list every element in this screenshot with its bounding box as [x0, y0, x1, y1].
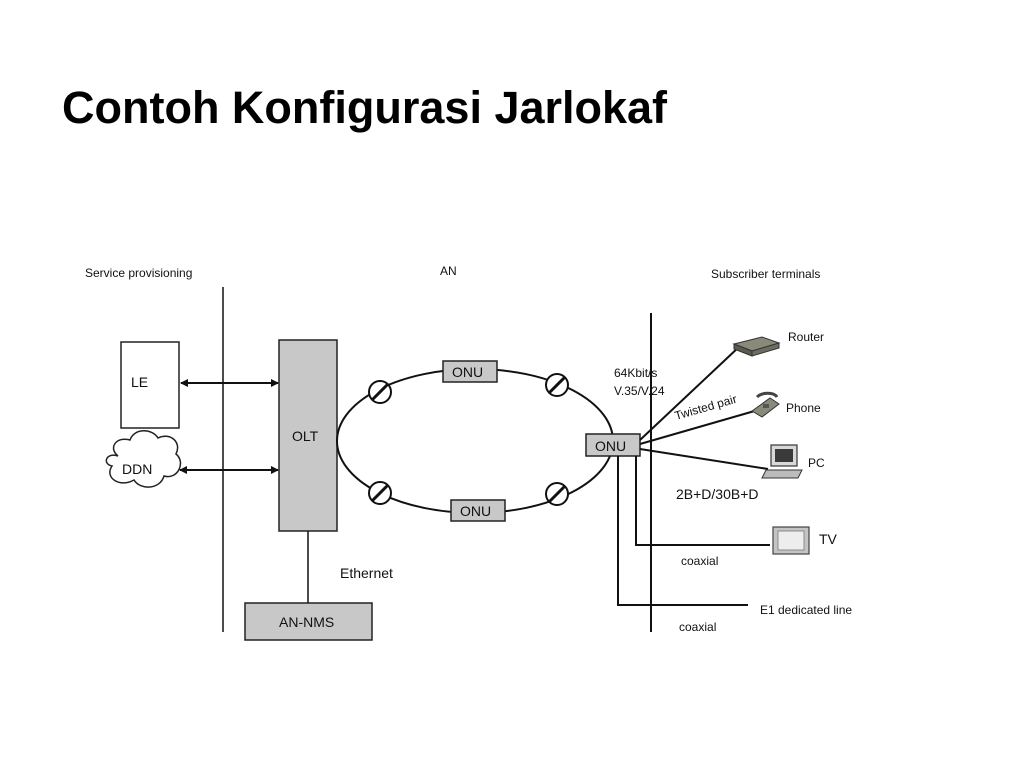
section-an: AN: [440, 264, 457, 278]
isdn-label: 2B+D/30B+D: [676, 486, 759, 502]
coaxial-label-2: coaxial: [679, 620, 716, 634]
onu-right-label: ONU: [595, 438, 626, 454]
an-nms-box: [244, 602, 373, 641]
ddn-cloud: [105, 430, 182, 488]
phone-icon: [751, 391, 780, 418]
ddn-label: DDN: [122, 461, 152, 477]
phone-link: [639, 409, 759, 445]
pc-icon: [761, 444, 803, 479]
slide-title: Contoh Konfigurasi Jarlokaf: [62, 82, 668, 133]
pc-label: PC: [808, 456, 825, 470]
an-nms-label: AN-NMS: [279, 614, 334, 630]
coaxial-label-1: coaxial: [681, 554, 718, 568]
pc-link: [639, 448, 769, 470]
section-subscriber-terminals: Subscriber terminals: [711, 267, 820, 281]
onu-top-label: ONU: [452, 364, 483, 380]
splitter-icon: [368, 380, 392, 404]
splitter-icon: [545, 482, 569, 506]
ethernet-label: Ethernet: [340, 565, 393, 581]
onu-top-box: [442, 360, 498, 383]
tv-coaxial-link: [635, 456, 770, 546]
splitter-icon: [368, 481, 392, 505]
rate-label-line2: V.35/V.24: [614, 384, 665, 398]
onu-bottom-box: [450, 499, 506, 522]
router-icon: [732, 336, 781, 357]
olt-box: [278, 339, 338, 532]
olt-label: OLT: [292, 428, 319, 444]
e1-link: [617, 456, 748, 606]
onu-bottom-label: ONU: [460, 503, 491, 519]
tv-icon: [772, 526, 810, 555]
splitter-icon: [545, 373, 569, 397]
tv-label: TV: [819, 531, 838, 547]
section-service-provisioning: Service provisioning: [85, 266, 192, 280]
le-box: [120, 341, 180, 429]
router-label: Router: [788, 330, 824, 344]
e1-label: E1 dedicated line: [760, 603, 852, 617]
onu-right-box: [585, 433, 641, 457]
rate-label-line1: 64Kbit/s: [614, 366, 657, 380]
router-link: [639, 345, 741, 441]
phone-label: Phone: [786, 401, 821, 415]
le-label: LE: [131, 374, 148, 390]
